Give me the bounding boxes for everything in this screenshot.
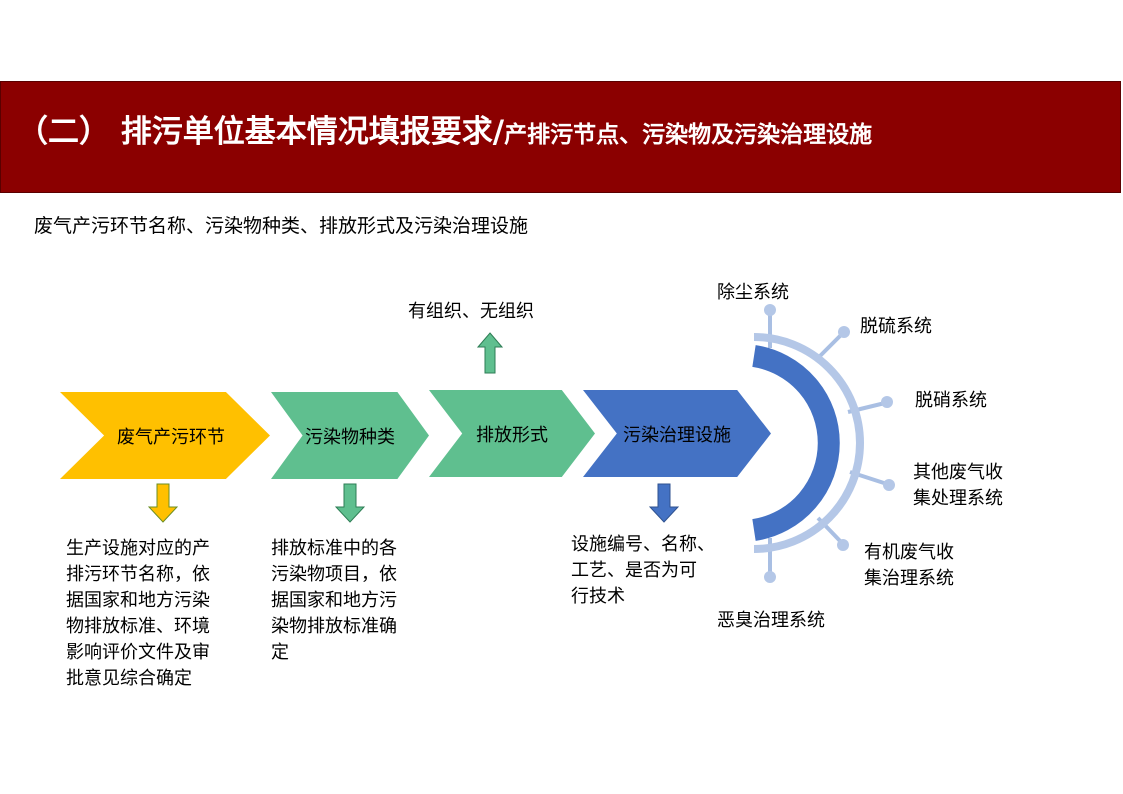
flow-step-pollutant-label: 污染物种类 (305, 426, 395, 448)
system-organic-line: 集治理系统 (864, 568, 954, 589)
down-arrow-blue-icon (649, 483, 679, 523)
system-dust: 除尘系统 (717, 282, 789, 303)
source-note-line: 物排放标准、环境 (66, 616, 210, 637)
source-note-line: 排污环节名称，依 (66, 564, 210, 585)
facility-note-line: 设施编号、名称、 (571, 534, 715, 555)
title-main: （二） 排污单位基本情况填报要求/ (17, 114, 505, 150)
source-note-line: 生产设施对应的产 (66, 538, 210, 559)
pollutant-note-line: 据国家和地方污 (271, 590, 397, 611)
flow-step-emission-label: 排放形式 (476, 424, 548, 446)
flow-step-pollutant: 污染物种类 (271, 392, 429, 479)
emission-type-note: 有组织、无组织 (408, 301, 534, 322)
facility-note-line: 行技术 (571, 586, 625, 607)
system-organic: 有机废气收 集治理系统 (864, 540, 954, 592)
flow-step-emission: 排放形式 (429, 390, 595, 477)
source-note-line: 据国家和地方污染 (66, 590, 210, 611)
pollutant-note-line: 定 (271, 642, 289, 663)
title-bar: （二） 排污单位基本情况填报要求/产排污节点、污染物及污染治理设施 (0, 81, 1121, 193)
title-sub: 产排污节点、污染物及污染治理设施 (504, 121, 873, 148)
down-arrow-yellow-icon (148, 483, 178, 523)
system-other-line: 其他废气收 (913, 462, 1003, 483)
section-subtitle: 废气产污环节名称、污染物种类、排放形式及污染治理设施 (34, 215, 529, 237)
flow-step-facility-label: 污染治理设施 (623, 424, 731, 446)
system-other: 其他废气收 集处理系统 (913, 460, 1003, 512)
flow-step-source-label: 废气产污环节 (117, 426, 225, 448)
flow-step-source: 废气产污环节 (60, 392, 270, 479)
up-arrow-icon (477, 332, 503, 374)
source-note: 生产设施对应的产 排污环节名称，依 据国家和地方污染 物排放标准、环境 影响评价… (66, 536, 210, 692)
system-other-line: 集处理系统 (913, 488, 1003, 509)
pollutant-note-line: 排放标准中的各 (271, 538, 397, 559)
page-title: （二） 排污单位基本情况填报要求/产排污节点、污染物及污染治理设施 (17, 106, 872, 151)
system-odor: 恶臭治理系统 (717, 610, 825, 631)
source-note-line: 影响评价文件及审 (66, 642, 210, 663)
system-organic-line: 有机废气收 (864, 542, 954, 563)
system-desulfur: 脱硫系统 (860, 316, 932, 337)
down-arrow-green-icon (335, 483, 365, 523)
facility-note-line: 工艺、是否为可 (571, 560, 697, 581)
pollutant-note-line: 污染物项目，依 (271, 564, 397, 585)
pollutant-note: 排放标准中的各 污染物项目，依 据国家和地方污 染物排放标准确 定 (271, 536, 397, 666)
pollutant-note-line: 染物排放标准确 (271, 616, 397, 637)
treatment-systems-arc (752, 304, 895, 583)
source-note-line: 批意见综合确定 (66, 668, 192, 689)
facility-note: 设施编号、名称、 工艺、是否为可 行技术 (571, 532, 715, 610)
system-denitrate: 脱硝系统 (915, 390, 987, 411)
